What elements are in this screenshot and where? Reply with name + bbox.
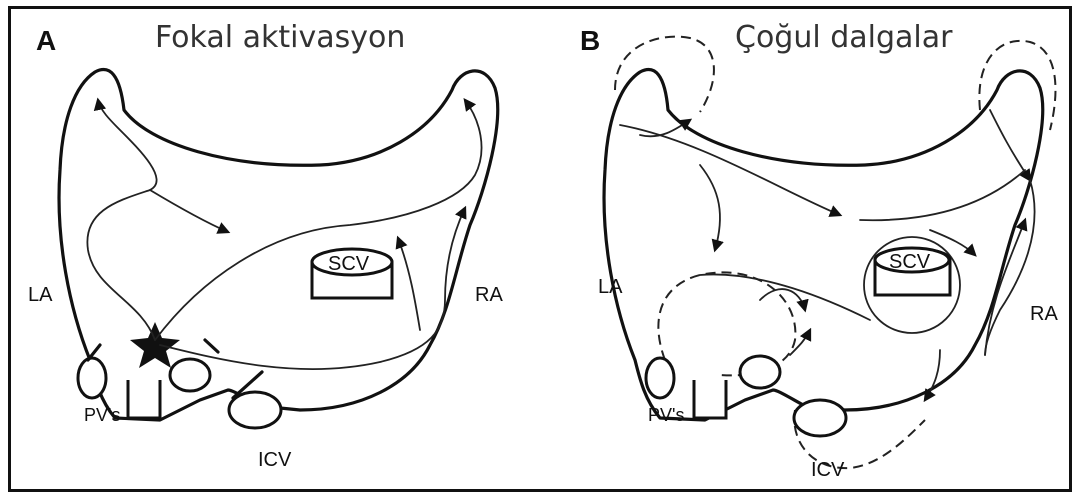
panel-a-scv-label: SCV — [328, 253, 370, 275]
panel-b: B Çoğul dalgalar SCV — [580, 20, 1058, 481]
focal-star-icon — [130, 322, 180, 368]
panel-b-scv: SCV — [864, 237, 960, 333]
panel-b-icv-label: ICV — [811, 459, 845, 481]
panel-b-title: Çoğul dalgalar — [735, 20, 953, 55]
panel-a: A Fokal aktivasyon SCV LA — [28, 20, 503, 471]
panel-a-pvs-label: PV's — [84, 405, 120, 425]
panel-a-icv-label: ICV — [258, 449, 292, 471]
panel-a-ra-label: RA — [475, 284, 503, 306]
panel-b-icv — [794, 400, 846, 436]
panel-b-la-label: LA — [598, 276, 623, 298]
panel-b-ra-label: RA — [1030, 303, 1058, 325]
panel-b-letter: B — [580, 25, 600, 56]
panel-a-letter: A — [36, 25, 56, 56]
panel-b-scv-label: SCV — [889, 251, 931, 273]
panel-a-la-label: LA — [28, 284, 53, 306]
panel-b-pvs-label: PV's — [648, 405, 684, 425]
panel-a-scv: SCV — [312, 249, 392, 298]
panel-a-title: Fokal aktivasyon — [155, 20, 405, 55]
wavelet-region-top-left — [615, 37, 714, 112]
panel-a-icv — [229, 372, 281, 428]
